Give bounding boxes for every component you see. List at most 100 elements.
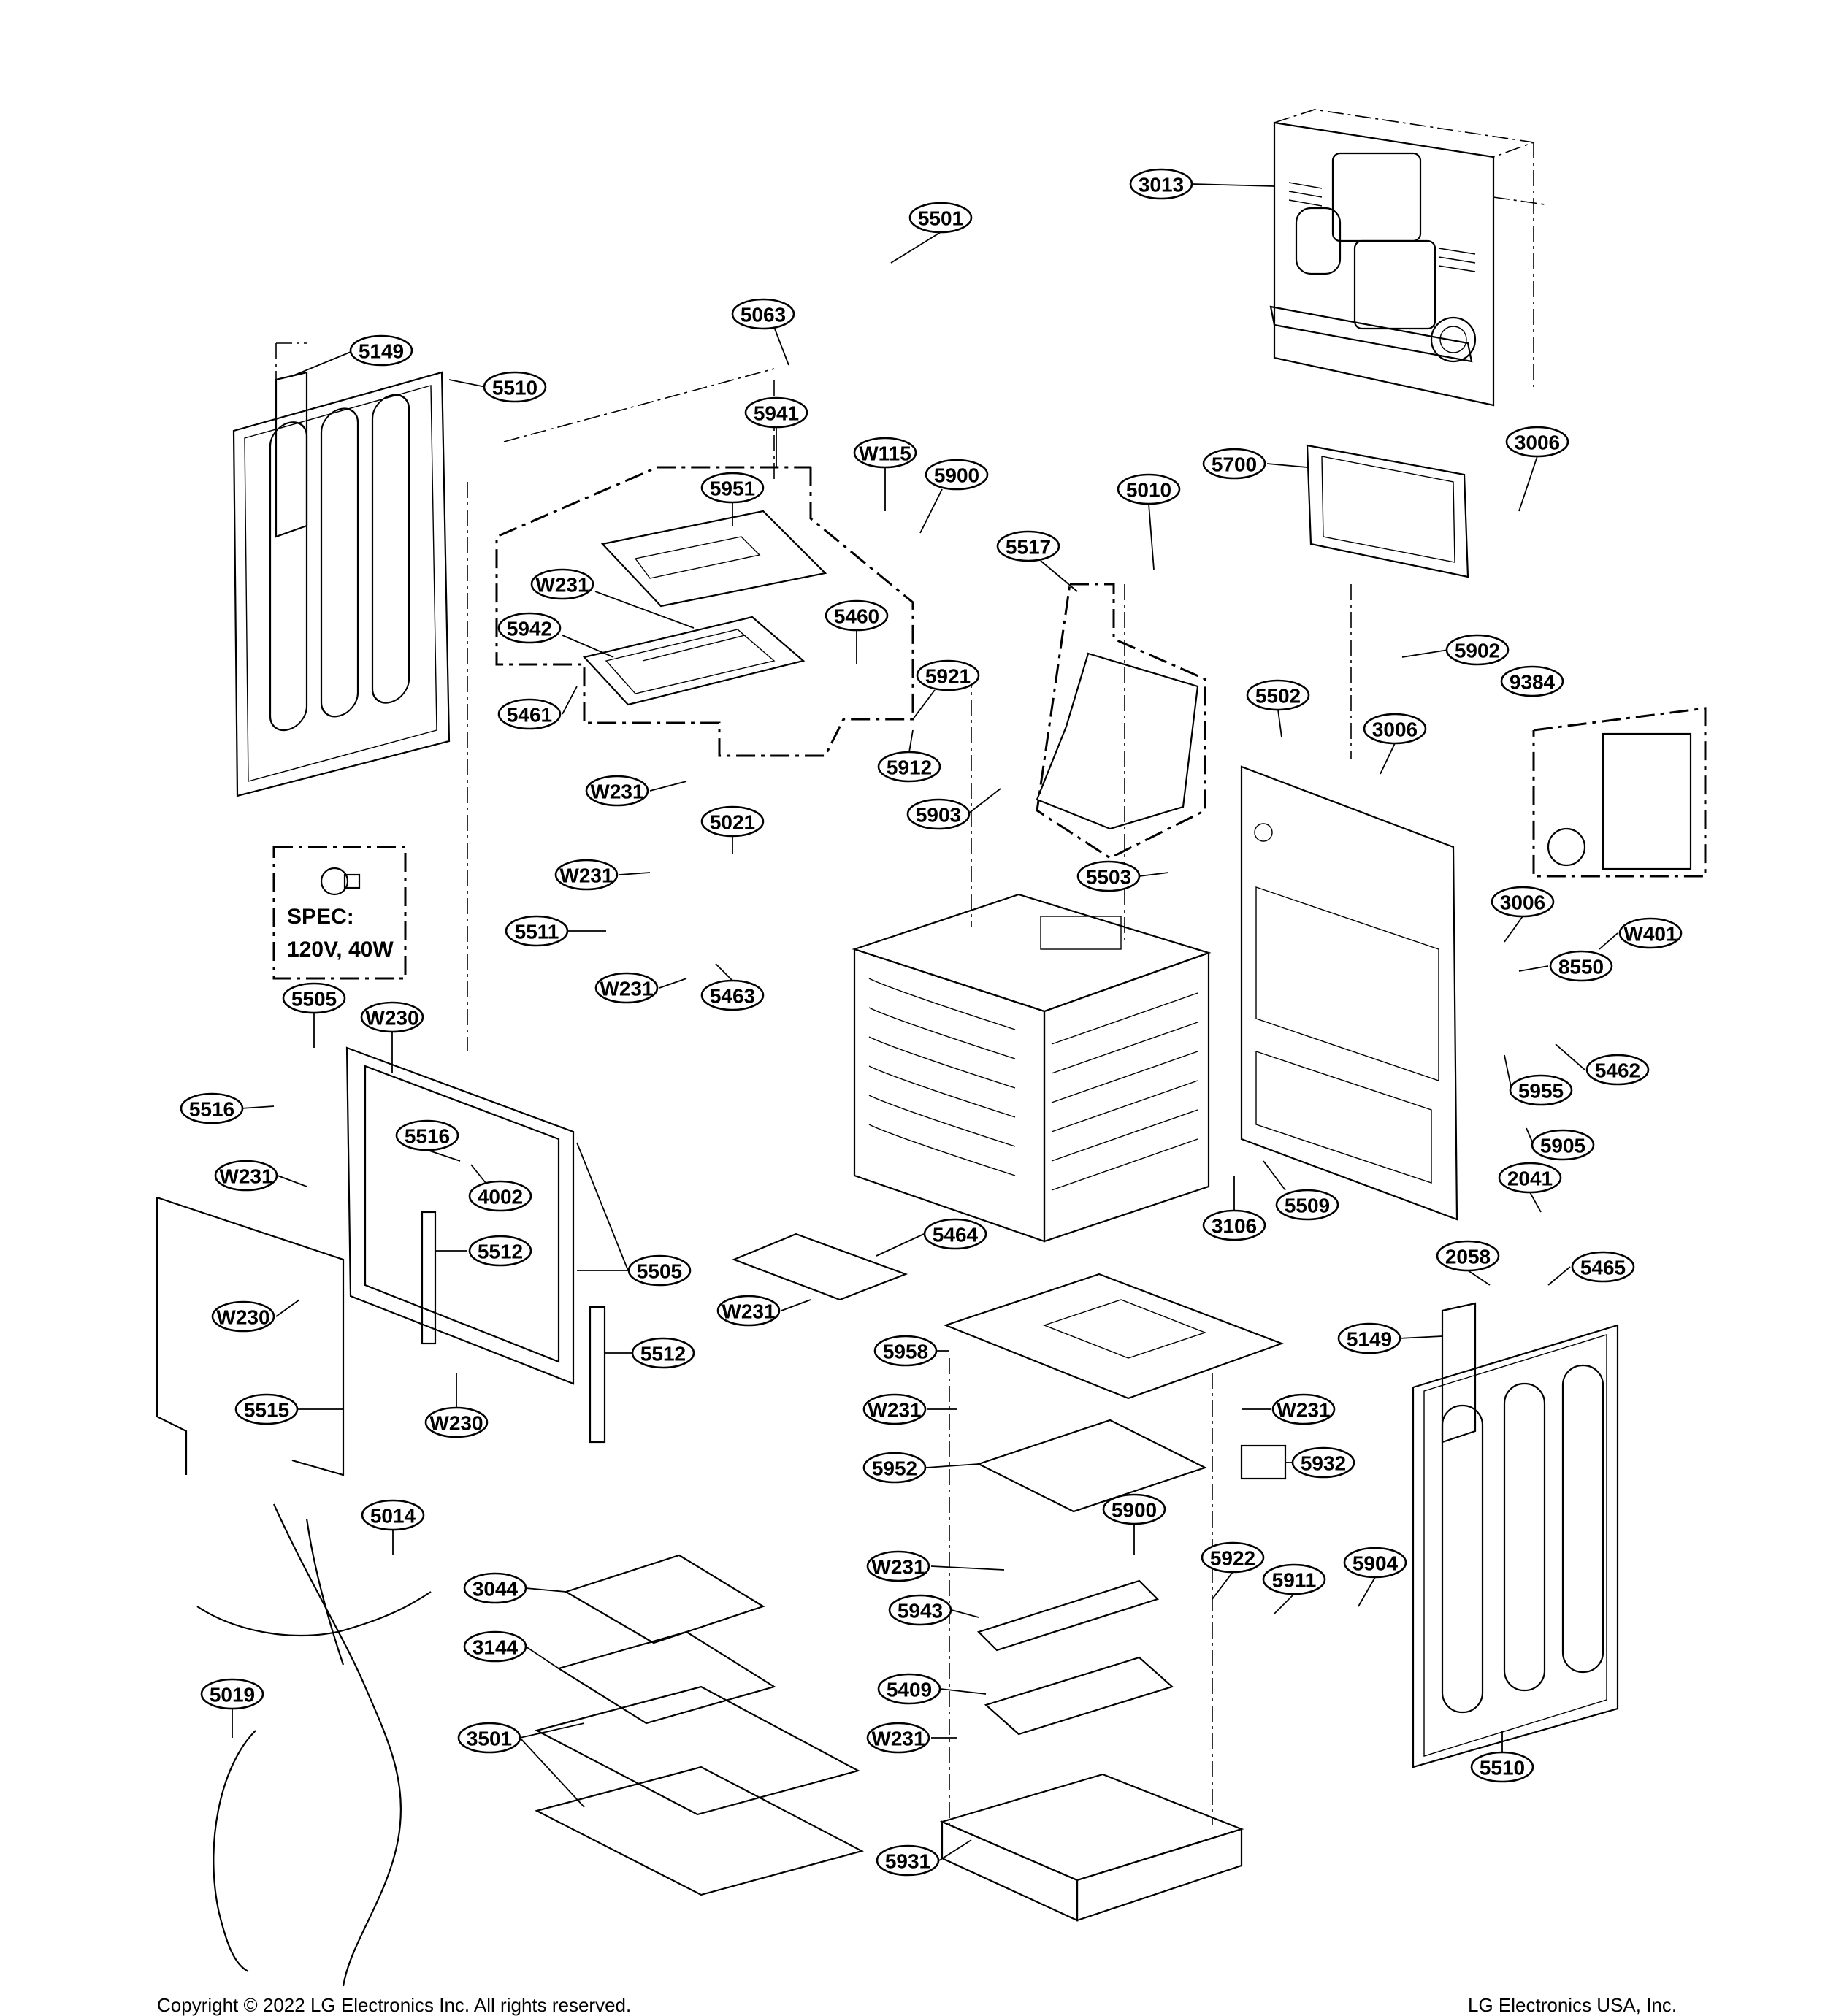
panel-5464 xyxy=(732,1233,908,1301)
callout-w231: W231 xyxy=(866,1722,930,1754)
callout-5409: 5409 xyxy=(877,1673,941,1705)
group-outline-5941 xyxy=(495,466,914,757)
callout-label: 5912 xyxy=(887,756,932,779)
callout-5931: 5931 xyxy=(876,1844,940,1877)
callout-label: 5505 xyxy=(637,1260,682,1283)
callout-label: 5010 xyxy=(1126,479,1171,502)
callout-label: 5502 xyxy=(1255,685,1301,708)
callout-label: 5014 xyxy=(370,1505,416,1528)
callout-5512: 5512 xyxy=(468,1235,532,1267)
callout-5900: 5900 xyxy=(925,459,989,491)
callout-w231: W231 xyxy=(554,859,619,891)
callout-label: W231 xyxy=(535,574,589,597)
callout-5955: 5955 xyxy=(1509,1074,1573,1106)
callout-label: W401 xyxy=(1623,923,1677,946)
callout-labels: 301355015063514955105941W115590050105700… xyxy=(180,168,1683,1877)
callout-label: 3044 xyxy=(473,1578,519,1601)
callout-5902: 5902 xyxy=(1445,634,1510,666)
callout-3006: 3006 xyxy=(1491,886,1555,918)
lower-assembly xyxy=(939,1419,1287,1922)
callout-label: 5904 xyxy=(1353,1552,1399,1575)
callout-label: 5516 xyxy=(405,1125,450,1148)
callout-w231: W231 xyxy=(214,1160,278,1192)
callout-label: W231 xyxy=(722,1300,775,1323)
callout-label: 5516 xyxy=(189,1098,234,1121)
callout-w230: W230 xyxy=(424,1406,489,1438)
callout-label: 5510 xyxy=(1480,1757,1525,1779)
callout-label: 5931 xyxy=(885,1850,930,1873)
callout-label: 5021 xyxy=(710,811,755,834)
callout-label: W231 xyxy=(871,1728,925,1750)
callout-label: 5503 xyxy=(1086,866,1131,889)
callout-5921: 5921 xyxy=(916,659,980,691)
callout-label: W231 xyxy=(868,1399,921,1422)
side-panel-right-5510 xyxy=(1412,1302,1619,1768)
callout-label: 5955 xyxy=(1518,1080,1564,1103)
callout-label: 5063 xyxy=(741,304,786,326)
callout-5517: 5517 xyxy=(996,530,1060,562)
callout-label: 3106 xyxy=(1212,1215,1257,1238)
callout-label: 3501 xyxy=(467,1728,512,1750)
callout-label: 5517 xyxy=(1006,536,1051,559)
callout-3006: 3006 xyxy=(1505,426,1569,458)
callout-label: 5905 xyxy=(1540,1135,1585,1157)
callout-5505: 5505 xyxy=(627,1254,692,1287)
callout-5463: 5463 xyxy=(700,979,765,1011)
rear-panel-3013 xyxy=(1269,109,1545,407)
callout-label: 5465 xyxy=(1580,1257,1626,1279)
callout-5460: 5460 xyxy=(825,599,889,632)
callout-5510: 5510 xyxy=(483,371,547,403)
callout-label: W230 xyxy=(429,1412,483,1435)
wire-harnesses xyxy=(196,1503,432,1987)
callout-5511: 5511 xyxy=(505,915,569,947)
callout-label: 5942 xyxy=(507,618,552,640)
callout-5911: 5911 xyxy=(1262,1563,1326,1595)
callout-label: 2058 xyxy=(1445,1246,1491,1268)
door-gasket-5515 xyxy=(156,1196,345,1476)
callout-5464: 5464 xyxy=(923,1218,987,1250)
callout-label: W231 xyxy=(219,1165,272,1188)
callout-label: 5462 xyxy=(1595,1059,1640,1082)
callout-w231: W231 xyxy=(866,1550,930,1582)
callout-8550: 8550 xyxy=(1549,950,1613,982)
callout-label: 5510 xyxy=(492,377,537,399)
callout-w401: W401 xyxy=(1618,917,1683,949)
callout-label: 5932 xyxy=(1301,1452,1346,1475)
callout-5510: 5510 xyxy=(1470,1751,1534,1783)
callout-5943: 5943 xyxy=(888,1594,952,1626)
callout-w115: W115 xyxy=(853,437,917,469)
door-frame xyxy=(345,1046,606,1444)
callout-5501: 5501 xyxy=(908,202,973,234)
callout-label: W231 xyxy=(871,1556,925,1579)
callout-label: 9384 xyxy=(1510,671,1556,694)
callout-label: 5900 xyxy=(1112,1499,1157,1522)
leader-lines xyxy=(232,183,1618,1861)
callout-label: 5461 xyxy=(507,704,552,727)
callout-label: 5515 xyxy=(244,1399,289,1422)
callout-label: 5460 xyxy=(834,605,879,628)
callout-5509: 5509 xyxy=(1275,1189,1339,1221)
callout-3013: 3013 xyxy=(1129,168,1193,200)
spec-box: SPEC: 120V, 40W xyxy=(272,846,407,980)
callout-5505: 5505 xyxy=(282,982,346,1014)
callout-label: 5505 xyxy=(291,988,337,1011)
callout-9384: 9384 xyxy=(1500,665,1564,697)
rear-support-5700 xyxy=(1306,444,1469,578)
callout-label: 5501 xyxy=(918,207,963,230)
callout-5515: 5515 xyxy=(234,1393,299,1425)
callout-label: W230 xyxy=(365,1007,418,1030)
footer-copyright: Copyright © 2022 LG Electronics Inc. All… xyxy=(157,1994,631,2016)
callout-5958: 5958 xyxy=(873,1335,938,1367)
callout-label: 5911 xyxy=(1272,1569,1317,1592)
callout-label: 5941 xyxy=(754,402,799,425)
callout-5922: 5922 xyxy=(1201,1541,1265,1574)
callout-label: 5409 xyxy=(887,1679,932,1701)
floor-panel-5958 xyxy=(943,1273,1285,1400)
callout-label: 5958 xyxy=(883,1341,928,1363)
callout-label: 5921 xyxy=(925,665,971,688)
callout-5952: 5952 xyxy=(862,1452,927,1484)
spec-title: SPEC: xyxy=(287,905,354,929)
callout-label: 5463 xyxy=(710,985,755,1008)
callout-w231: W231 xyxy=(585,775,649,807)
callout-label: 3006 xyxy=(1515,432,1560,454)
